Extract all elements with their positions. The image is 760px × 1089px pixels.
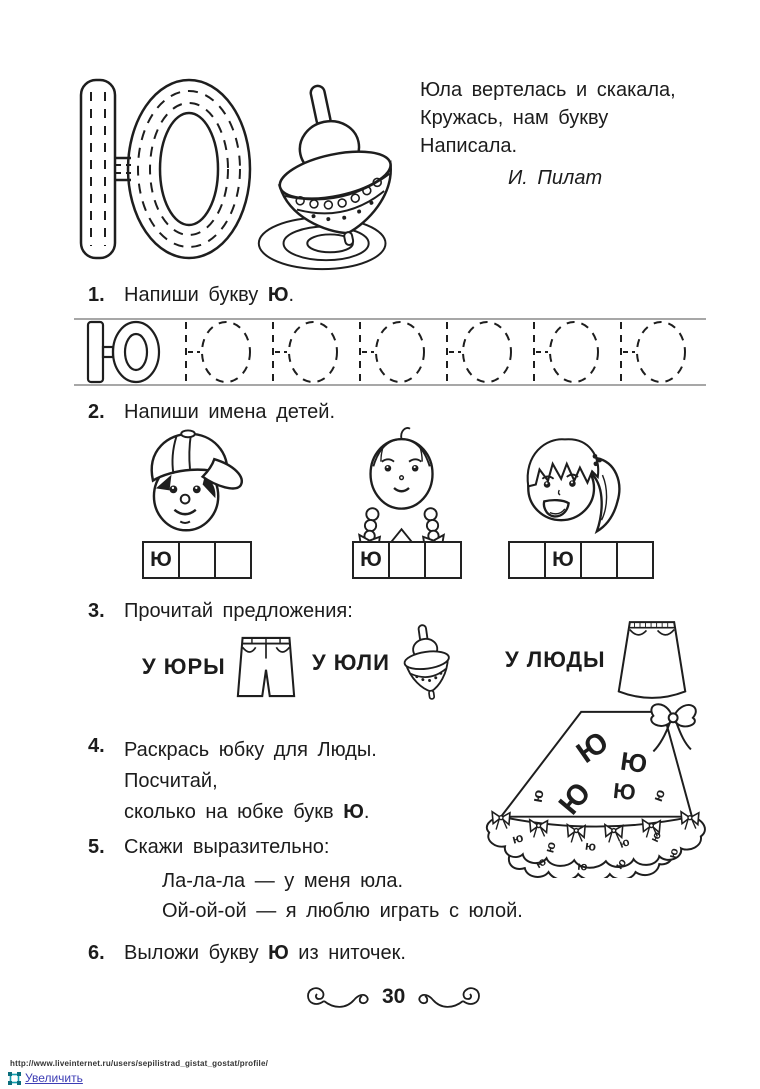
task-2-number: 2. [88,401,105,423]
name-box-yura: Ю [142,541,252,579]
task-4-heading: 4. Раскрась юбку для Люды. Посчитай, ско… [88,735,474,828]
svg-text:ю: ю [510,829,525,846]
task-2-heading: 2. Напиши имена детей. [88,401,335,424]
task-5-text: Скажи выразительно: [124,836,330,858]
svg-text:Ю: Ю [612,778,637,805]
task-6-number: 6. [88,942,105,964]
skirt-icon [617,621,686,699]
letter-cell: Ю [546,541,582,579]
phrase-u-lyudy: У ЛЮДЫ [505,615,688,705]
page-number: 30 [382,985,406,1008]
page-footer: 30 [304,983,483,1011]
boy-in-cap-illustration [150,429,243,532]
phrase-text: У ЛЮДЫ [505,647,606,672]
small-spinning-top-icon [403,624,450,700]
task-2-text: Напиши имена детей. [124,401,336,423]
skirt-top-bow [650,703,697,753]
letter-cell [582,541,618,579]
letter-cell [180,541,216,579]
enlarge-icon[interactable] [8,1071,21,1085]
big-letter-yu-outline [79,78,252,260]
flourish-left-icon [307,987,369,1008]
task-6-heading: 6. Выложи букву Ю из ниточек. [88,942,406,965]
task-4-number: 4. [88,735,105,757]
svg-text:ю: ю [530,788,548,804]
task-5-heading: 5. Скажи выразительно: [88,836,329,859]
task-3-text: Прочитай предложения: [124,600,353,622]
task-1-heading: 1. Напиши букву Ю. [88,284,294,307]
letter-cell: Ю [352,541,390,579]
svg-text:ю: ю [577,859,588,874]
letter-cell [618,541,654,579]
task-5-line-2: Ой-ой-ой — я люблю играть с юлой. [162,900,523,922]
task-3-number: 3. [88,600,105,622]
poem-line-3: Написала. [420,135,518,157]
enlarge-link[interactable]: Увеличить [25,1071,83,1085]
poem-line-1: Юла вертелась и скакала, [420,79,676,101]
phrase-u-yury: У ЮРЫ [142,622,296,712]
phrase-u-yuli: У ЮЛИ [312,618,454,708]
task-1-text: Напиши букву Ю. [124,284,295,306]
decorated-skirt-illustration: Ю Ю ю Ю Ю ю ю ю ю ю ю ю ю ю ю [485,703,706,878]
name-box-yulya: Ю [352,541,462,579]
shorts-icon [236,636,295,698]
svg-text:Ю: Ю [619,748,649,779]
girl-with-braids-illustration [358,427,446,550]
letter-cell: Ю [142,541,180,579]
letter-cell [216,541,252,579]
svg-text:ю: ю [541,840,558,855]
svg-text:ю: ю [649,787,668,804]
spinning-top-illustration [257,84,392,271]
source-url: http://www.liveinternet.ru/users/sepilis… [10,1059,269,1068]
task-4-text: Раскрась юбку для Люды. Посчитай, скольк… [124,739,377,823]
letter-cell [508,541,546,579]
task-5-line-1: Ла-ла-ла — у меня юла. [162,870,404,892]
phrase-text: У ЮЛИ [312,650,390,675]
flourish-right-icon [418,987,481,1008]
letter-cell [390,541,426,579]
poem: Юла вертелась и скакала, Кружась, нам бу… [420,76,730,192]
girl-with-ponytail-illustration [526,438,621,535]
task-5-number: 5. [88,836,105,858]
poem-author: И. Пилат [508,167,603,189]
task-1-number: 1. [88,284,105,306]
task-3-heading: 3. Прочитай предложения: [88,600,353,623]
letter-cell [426,541,462,579]
task-6-text: Выложи букву Ю из ниточек. [124,942,406,964]
svg-text:ю: ю [617,834,631,851]
enlarge-row: Увеличить [8,1071,83,1085]
phrase-text: У ЮРЫ [142,654,226,679]
poem-line-2: Кружась, нам букву [420,107,609,129]
letter-tracing-row [74,318,706,386]
svg-text:ю: ю [584,838,597,854]
name-box-lyuda: Ю [508,541,654,579]
svg-text:ю: ю [665,847,681,860]
